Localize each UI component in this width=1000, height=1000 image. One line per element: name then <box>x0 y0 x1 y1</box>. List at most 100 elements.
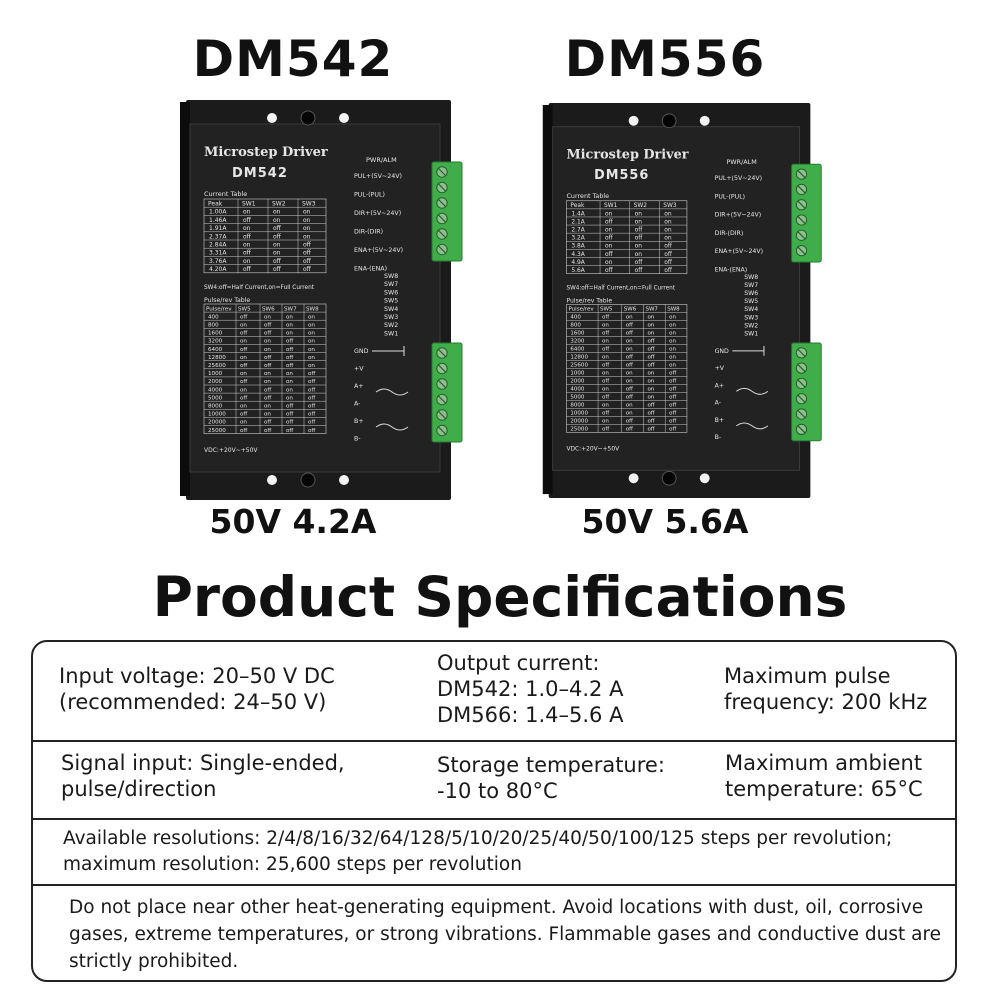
pulse-table-cell: off <box>286 428 293 434</box>
spec-line: Input voltage: 20–50 V DC <box>59 664 335 688</box>
pulse-table-cell: 10000 <box>570 411 588 417</box>
current-table-cell: off <box>303 250 312 257</box>
switch-label: SW8 <box>384 273 398 280</box>
pulse-table-cell: off <box>669 395 676 401</box>
current-table-cell: off <box>243 233 252 240</box>
pulse-table-cell: off <box>647 339 654 345</box>
pulse-table-cell: off <box>264 420 271 426</box>
pulse-table-cell: on <box>308 314 315 320</box>
pulse-table-cell: on <box>286 387 293 393</box>
current-table-cell: off <box>664 268 673 274</box>
pulse-table-cell: on <box>669 347 676 353</box>
current-table-cell: 4.9A <box>571 260 584 266</box>
current-table-cell: on <box>635 211 643 217</box>
current-table-cell: off <box>664 252 673 258</box>
signal-terminal-label: ENA-(ENA) <box>715 266 748 273</box>
power-terminal-label: B- <box>354 436 361 443</box>
spec-ambient-temp: Maximum ambient temperature: 65°C <box>725 750 923 802</box>
spec-warning: Do not place near other heat-generating … <box>69 894 941 975</box>
pulse-table-header: Pulse/rev <box>568 307 594 313</box>
pulse-table-cell: off <box>308 371 315 377</box>
terminal-screw-slot <box>797 230 806 240</box>
pulse-table-cell: on <box>669 331 676 337</box>
pulse-table-cell: off <box>286 347 293 353</box>
pulse-table-cell: on <box>240 339 247 345</box>
spec-line: Available resolutions: 2/4/8/16/32/64/12… <box>63 828 893 849</box>
pulse-table-cell: 800 <box>570 323 581 329</box>
pulse-table-cell: off <box>669 419 676 425</box>
pulse-table-cell: off <box>626 427 633 433</box>
current-table-cell: 1.46A <box>209 217 227 224</box>
current-table-cell: on <box>635 244 643 250</box>
pulse-table-cell: on <box>308 331 315 337</box>
pulse-table-cell: on <box>647 387 654 393</box>
pulse-table-cell: off <box>264 387 271 393</box>
pulse-table-cell: on <box>286 379 293 385</box>
pulse-table-cell: off <box>602 395 609 401</box>
power-terminal-label: A+ <box>715 382 724 389</box>
spec-line: -10 to 80°C <box>437 779 558 803</box>
pulse-table-cell: off <box>626 387 633 393</box>
spec-row-2: Signal input: Single-ended, pulse/direct… <box>33 740 955 820</box>
pulse-table-cell: off <box>602 315 609 321</box>
terminal-screw-slot <box>797 409 806 419</box>
current-table-header: Peak <box>570 203 585 209</box>
pulse-table-cell: on <box>626 371 633 377</box>
pulse-table-cell: on <box>647 315 654 321</box>
pulse-table-cell: on <box>286 371 293 377</box>
switch-label: SW6 <box>384 289 398 296</box>
current-table-cell: on <box>635 219 643 225</box>
power-terminal-label: A- <box>354 401 360 408</box>
signal-terminal-label: ENA-(ENA) <box>354 266 387 273</box>
pulse-table-cell: on <box>669 315 676 321</box>
spec-line: pulse/direction <box>61 777 217 801</box>
spec-line: Do not place near other heat-generating … <box>69 897 924 918</box>
pulse-table-cell: on <box>669 323 676 329</box>
switch-label: SW6 <box>744 290 758 297</box>
pulse-table-cell: 1000 <box>570 371 585 377</box>
current-table-cell: on <box>664 219 672 225</box>
current-table-cell: 1.91A <box>209 225 227 232</box>
pulse-table-cell: 4000 <box>570 387 585 393</box>
pulse-table-cell: on <box>240 355 247 361</box>
current-table-cell: off <box>243 250 252 257</box>
spec-max-pulse: Maximum pulse frequency: 200 kHz <box>724 663 927 715</box>
pulse-table-cell: off <box>264 428 271 434</box>
switch-label: SW3 <box>384 314 398 321</box>
pulse-table-cell: on <box>647 323 654 329</box>
power-terminal-label: B+ <box>715 417 724 424</box>
pulse-table-cell: on <box>240 371 247 377</box>
pulse-table-cell: 25000 <box>208 428 226 434</box>
current-table-cell: off <box>303 242 312 249</box>
pulse-table-cell: 25600 <box>208 363 226 369</box>
terminal-screw-slot <box>437 348 447 358</box>
current-table-frame <box>566 200 688 274</box>
terminal-screw-slot <box>797 348 806 358</box>
current-table-cell: on <box>243 209 251 216</box>
pulse-table-cell: off <box>286 412 293 418</box>
mounting-hole <box>699 115 710 126</box>
coil-symbol <box>736 422 769 430</box>
pulse-table-cell: off <box>602 427 609 433</box>
signal-terminal-label: ENA+(5V~24V) <box>354 247 403 254</box>
current-table-cell: on <box>605 260 613 266</box>
pulse-table-cell: off <box>647 355 654 361</box>
current-table-cell: 2.1A <box>571 219 584 225</box>
current-table-cell: 2.7A <box>571 227 584 233</box>
pulse-table-cell: off <box>308 404 315 410</box>
current-table-cell: off <box>635 236 644 242</box>
pulse-table-cell: on <box>602 387 609 393</box>
signal-terminal-label: DIR-(DIR) <box>715 230 744 237</box>
pulse-table-cell: 10000 <box>208 412 226 418</box>
terminal-screw-slot <box>437 379 447 389</box>
terminal-screw-slot <box>797 215 806 225</box>
screw-icon <box>300 472 316 488</box>
pulse-table-cell: 12800 <box>570 355 588 361</box>
spec-table: Input voltage: 20–50 V DC (recommended: … <box>31 640 957 982</box>
terminal-screw-slot <box>797 363 806 373</box>
spec-line: Storage temperature: <box>437 753 665 777</box>
signal-terminal-label: PUL-(PUL) <box>715 193 746 200</box>
pulse-table-cell: off <box>240 314 247 320</box>
terminal-screw-slot <box>437 245 447 254</box>
